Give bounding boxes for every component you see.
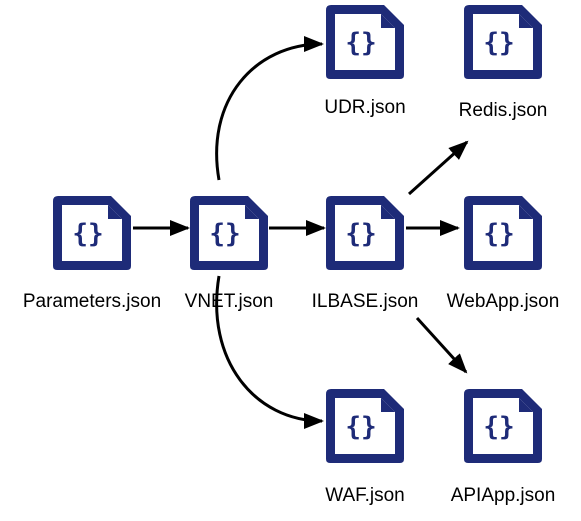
json-file-icon-fold: [381, 205, 395, 219]
curly-braces-icon: {}: [345, 28, 376, 58]
node-vnet: {} VNET.json: [185, 196, 274, 312]
node-label: WebApp.json: [447, 291, 560, 312]
curly-braces-icon: {}: [209, 219, 240, 249]
json-file-icon-page: [473, 14, 533, 70]
node-label: ILBASE.json: [312, 291, 419, 312]
node-label: WAF.json: [325, 485, 405, 506]
curly-braces-icon: {}: [72, 219, 103, 249]
json-file-icon-fold: [519, 205, 533, 219]
json-file-icon-fold: [108, 205, 122, 219]
json-file-icon-fold: [519, 398, 533, 412]
json-file-icon-fold: [381, 398, 395, 412]
node-parameters: {} Parameters.json: [23, 196, 161, 312]
curly-braces-icon: {}: [345, 219, 376, 249]
curly-braces-icon: {}: [345, 412, 376, 442]
curly-braces-icon: {}: [483, 412, 514, 442]
json-file-icon-page: [335, 398, 395, 454]
node-udr: {} UDR.json: [324, 5, 406, 118]
node-label: APIApp.json: [451, 485, 556, 506]
node-redis: {} Redis.json: [459, 5, 548, 121]
node-label: Redis.json: [459, 100, 548, 121]
arrow-vnet-to-udr: [215, 36, 324, 181]
json-file-icon-fold: [245, 205, 259, 219]
node-label: Parameters.json: [23, 291, 161, 312]
node-apiapp: {} APIApp.json: [451, 389, 556, 506]
json-file-icon-page: [473, 398, 533, 454]
json-file-icon-fold: [381, 14, 395, 28]
arrow-vnet-to-waf: [215, 275, 324, 429]
node-label: UDR.json: [324, 97, 405, 118]
nodes: {} Parameters.json {} VNET.json {} ILBASE.jso…: [23, 5, 560, 506]
node-waf: {} WAF.json: [325, 389, 405, 506]
curly-braces-icon: {}: [483, 219, 514, 249]
node-label: VNET.json: [185, 291, 274, 312]
json-file-icon-page: [199, 205, 259, 261]
json-file-icon-fold: [519, 14, 533, 28]
arrow-ilbase-to-redis: [407, 140, 469, 196]
edges: [133, 36, 469, 429]
json-file-icon-page: [335, 14, 395, 70]
curly-braces-icon: {}: [483, 28, 514, 58]
json-file-icon-page: [335, 205, 395, 261]
json-file-icon-page: [473, 205, 533, 261]
node-ilbase: {} ILBASE.json: [312, 196, 419, 312]
arrow-ilbase-to-apiapp: [415, 316, 468, 374]
json-file-icon-page: [62, 205, 122, 261]
node-webapp: {} WebApp.json: [447, 196, 560, 312]
